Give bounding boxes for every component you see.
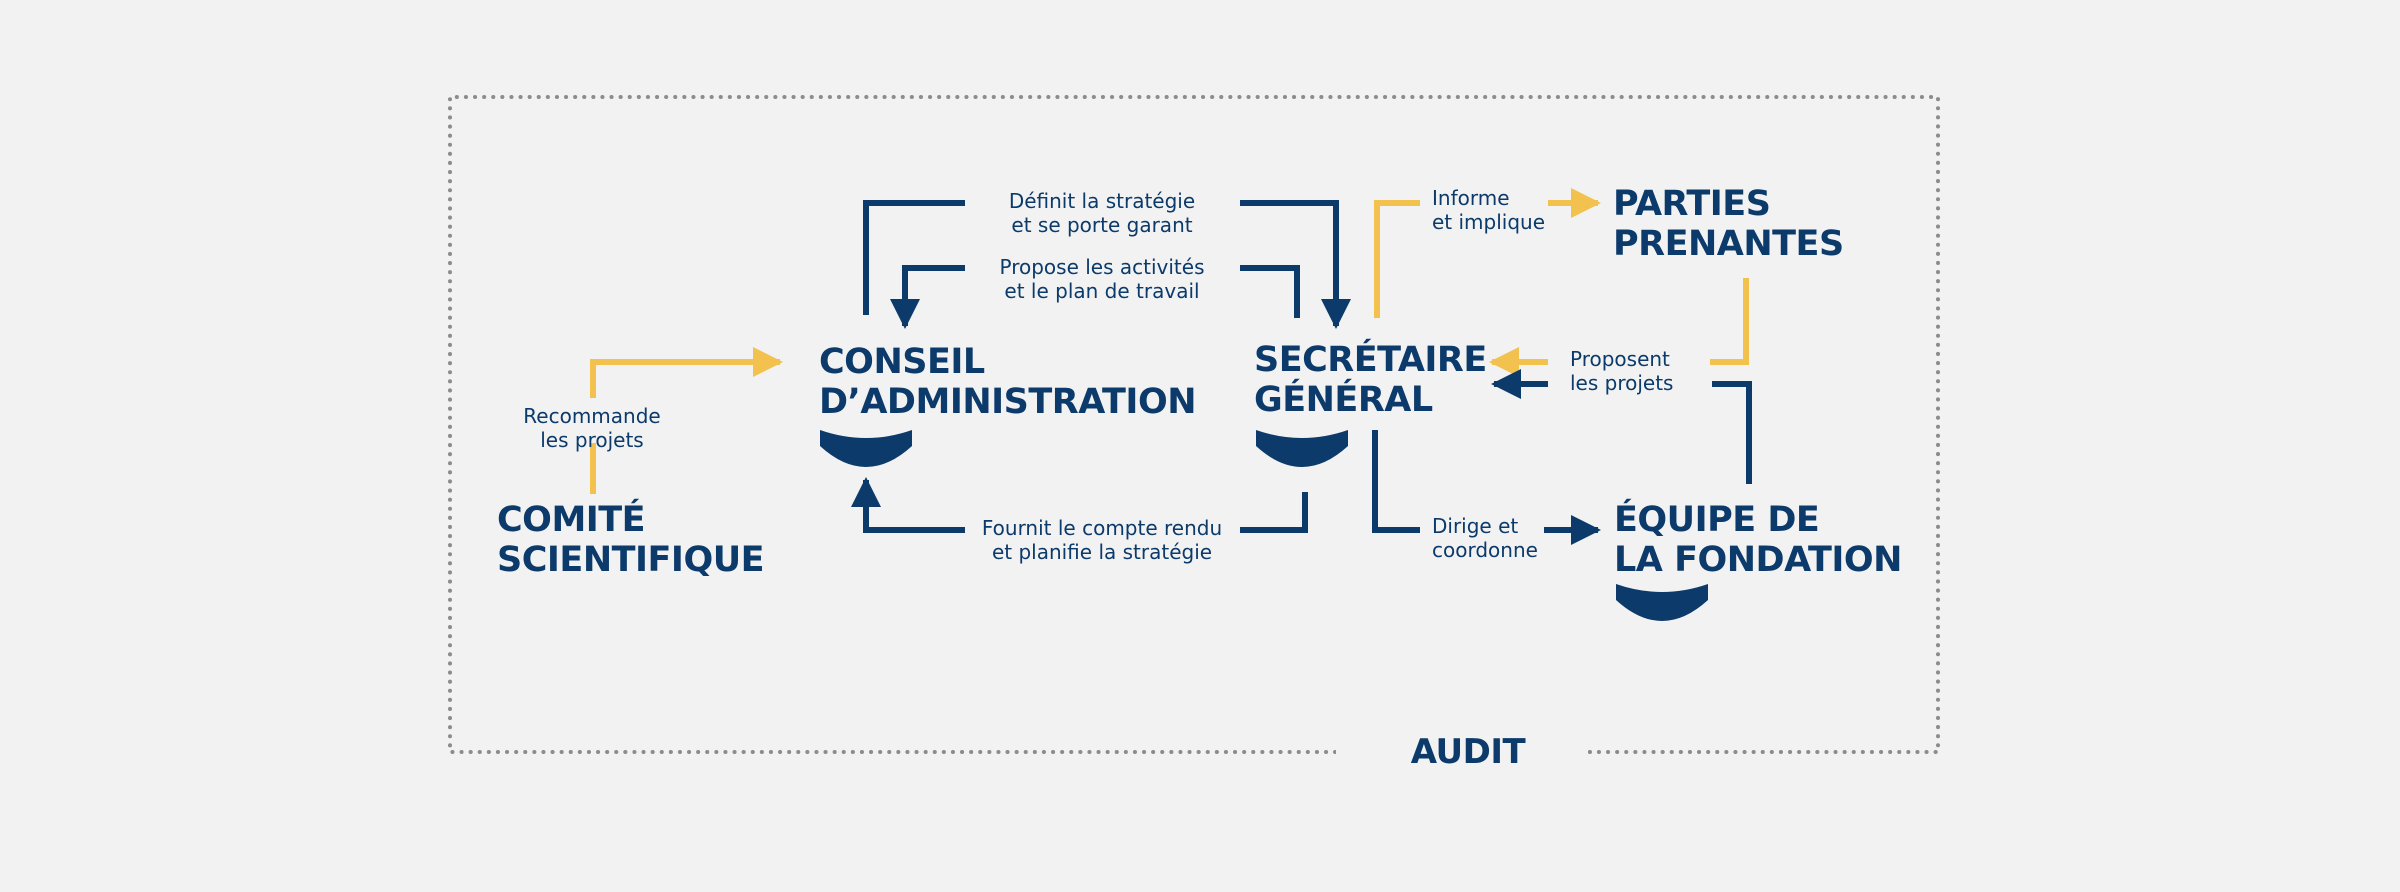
audit-frame — [448, 95, 1940, 754]
arrow-dirige — [1372, 430, 1420, 533]
arrow-recommande-head — [590, 347, 783, 398]
arrow-definit-left — [863, 200, 965, 315]
secretaire-crescent-badge — [1256, 430, 1348, 467]
node-conseil-administration: CONSEIL D’ADMINISTRATION — [819, 342, 1197, 422]
arrow-proposent-yellow — [1710, 278, 1749, 365]
node-equipe-fondation: ÉQUIPE DE LA FONDATION — [1614, 500, 1902, 580]
arrow-fournit-right — [1240, 492, 1308, 533]
label-informe: Informe et implique — [1432, 186, 1546, 234]
label-dirige: Dirige et coordonne — [1432, 514, 1538, 562]
conseil-crescent-badge — [820, 430, 912, 467]
label-fournit: Fournit le compte rendu et planifie la s… — [981, 516, 1223, 564]
arrow-propose-left — [890, 265, 965, 329]
arrow-propose-right — [1240, 265, 1300, 318]
node-secretaire-general: SECRÉTAIRE GÉNÉRAL — [1254, 340, 1487, 420]
label-definit: Définit la stratégie et se porte garant — [1008, 189, 1196, 237]
node-parties-prenantes: PARTIES PRENANTES — [1613, 184, 1844, 264]
label-proposent: Proposent les projets — [1570, 347, 1674, 395]
arrow-definit-right — [1240, 200, 1351, 329]
label-recommande: Recommande les projets — [523, 404, 661, 452]
arrow-informe — [1374, 200, 1420, 318]
equipe-crescent-badge — [1616, 584, 1708, 621]
node-comite-scientifique: COMITÉ SCIENTIFIQUE — [497, 500, 765, 580]
arrow-fournit-left — [851, 477, 965, 533]
audit-label: AUDIT — [1410, 732, 1526, 772]
label-propose: Propose les activités et le plan de trav… — [999, 255, 1205, 303]
arrow-proposent-navy — [1712, 381, 1752, 484]
